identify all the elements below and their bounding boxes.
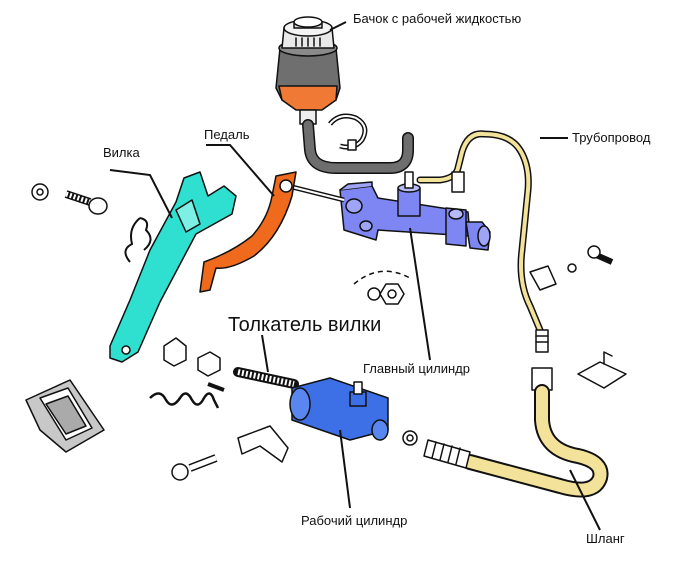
ball-stud	[31, 183, 108, 215]
nuts	[163, 337, 225, 392]
hose-clamp	[328, 113, 368, 151]
master-cylinder	[339, 171, 491, 251]
leader-lines	[109, 21, 601, 531]
label-slave-cylinder: Рабочий цилиндр	[301, 513, 408, 528]
slave-cylinder	[233, 367, 418, 446]
fork-spring-clip	[124, 217, 152, 263]
pipeline	[416, 130, 549, 353]
label-pedal: Педаль	[204, 127, 250, 142]
return-spring	[149, 392, 220, 409]
label-fork-pushrod: Толкатель вилки	[228, 314, 382, 336]
label-fork: Вилка	[103, 145, 140, 160]
clutch-fork	[109, 171, 237, 363]
hose-bracket	[577, 351, 627, 389]
bolt	[171, 454, 218, 481]
label-master-cylinder: Главный цилиндр	[363, 361, 470, 376]
label-hose: Шланг	[586, 531, 625, 546]
label-pipeline: Трубопровод	[572, 130, 651, 145]
pedal	[199, 171, 297, 293]
reservoir-hose	[302, 119, 414, 174]
pipe-clip	[529, 245, 614, 291]
mounting-nuts	[353, 270, 411, 305]
bracket	[237, 425, 289, 463]
dust-boot	[25, 379, 105, 453]
flex-hose	[423, 367, 609, 498]
label-reservoir: Бачок с рабочей жидкостью	[353, 11, 522, 26]
fluid-reservoir	[275, 16, 341, 125]
